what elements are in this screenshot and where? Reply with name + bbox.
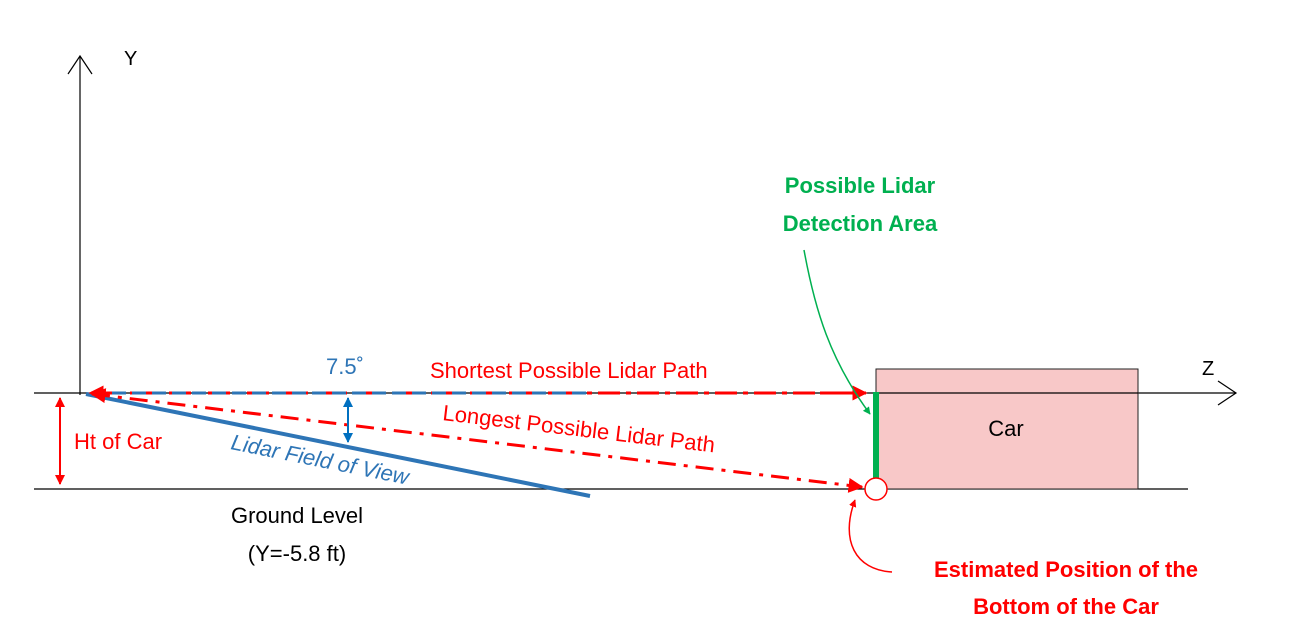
y-axis-arrowhead	[67, 54, 93, 75]
detection-callout-arrow	[803, 249, 871, 415]
ground-label-line1: Ground Level	[231, 503, 363, 528]
detection-label-line2: Detection Area	[783, 211, 938, 236]
car-label: Car	[988, 416, 1023, 441]
car-box	[875, 368, 1139, 490]
detection-label-line1: Possible Lidar	[785, 173, 936, 198]
estimated-bottom-marker	[864, 477, 888, 501]
y-axis-label: Y	[124, 48, 137, 70]
shortest-path-label: Shortest Possible Lidar Path	[430, 358, 708, 383]
angle-label: 7.5˚	[326, 354, 364, 379]
estimate-label-line1: Estimated Position of the	[934, 557, 1198, 582]
estimate-label-line2: Bottom of the Car	[973, 594, 1159, 619]
fov-label: Lidar Field of View	[229, 429, 413, 490]
estimate-callout-arrow	[848, 499, 893, 573]
longest-path-line	[90, 388, 864, 493]
ht-of-car-label: Ht of Car	[74, 429, 162, 454]
longest-path-label: Longest Possible Lidar Path	[441, 400, 716, 457]
z-axis-arrowhead	[1217, 380, 1238, 406]
ground-label-line2: (Y=-5.8 ft)	[248, 541, 346, 566]
z-axis-label: Z	[1202, 358, 1214, 380]
